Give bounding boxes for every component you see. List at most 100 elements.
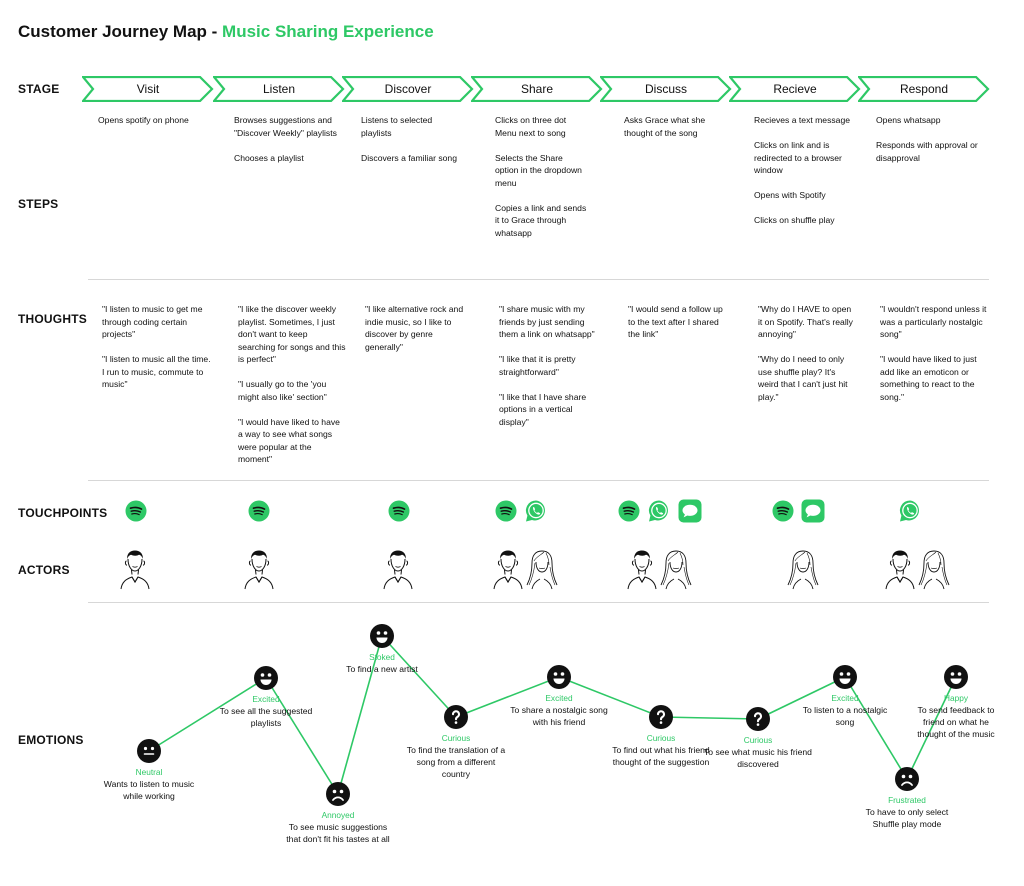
emotion-description: To have to only select Shuffle play mode [865,807,949,829]
step-item: Clicks on link and is redirected to a br… [754,140,842,175]
row-label-steps: STEPS [18,197,59,211]
divider-actors-emotions [88,602,989,603]
emotion-label: Curious [743,735,773,745]
neutral-face-icon [137,739,161,763]
messages-icon [678,499,702,528]
emotion-label: Happy [944,693,968,703]
happy-face-icon [944,665,968,689]
step-item: Recieves a text message [754,115,851,125]
step-item: Browses suggestions and "Discover Weekly… [234,115,337,138]
row-label-touchpoints: TOUCHPOINTS [18,506,108,520]
title-subtitle: Music Sharing Experience [222,22,434,41]
spotify-icon [495,500,517,527]
steps-cell: Asks Grace what she thought of the song [624,114,724,152]
thoughts-cell: "I share music with my friends by just s… [499,303,599,441]
emotion-label: Annoyed [321,810,355,820]
whatsapp-icon [524,499,548,528]
thought-item: "I listen to music all the time. I run t… [102,354,211,389]
stage-label: Respond [899,82,949,96]
thought-item: "Why do I HAVE to open it on Spotify. Th… [758,304,853,339]
stage-chevron-visit: Visit [82,76,214,102]
emotion-connector [757,676,846,720]
step-item: Copies a link and sends it to Grace thro… [495,202,587,238]
emotion-label: Excited [831,693,859,703]
thoughts-cell: "I wouldn't respond unless it was a part… [880,303,992,416]
emotion-label: Excited [545,693,573,703]
step-item: Discovers a familiar song [361,152,457,163]
thought-item: "I wouldn't respond unless it was a part… [880,304,987,339]
thought-item: "I listen to music to get me through cod… [102,304,203,339]
actor-group [382,549,414,591]
happy-face-icon [370,624,394,648]
step-item: Responds with approval or disapproval [876,140,978,163]
thoughts-cell: "I listen to music to get me through cod… [102,303,214,403]
emotion-label: Stoked [369,652,395,662]
touchpoint-group [125,500,147,527]
step-item: Selects the Share option in the dropdown… [495,152,582,188]
thought-item: "I like that it is pretty straightforwar… [499,354,576,377]
row-label-actors: ACTORS [18,563,70,577]
emotion-description: To send feedback to friend on what he th… [917,705,995,739]
step-item: Asks Grace what she thought of the song [624,115,706,138]
spotify-icon [125,500,147,527]
stage-label: Discover [384,82,432,96]
actor-group [787,549,819,591]
touchpoint-group [898,499,922,528]
row-label-thoughts: THOUGHTS [18,312,87,326]
emotion-label: Excited [252,694,280,704]
stage-label: Listen [262,82,296,96]
page-title: Customer Journey Map - Music Sharing Exp… [18,22,434,42]
stage-chevron-recieve: Recieve [729,76,861,102]
thoughts-cell: "I like alternative rock and indie music… [365,303,469,366]
step-item: Opens with Spotify [754,190,826,200]
emotion-connector [660,716,759,720]
spotify-icon [772,500,794,527]
thought-item: "I like alternative rock and indie music… [365,304,464,352]
emotion-connector [906,676,957,780]
thought-item: "I like that I have share options in a v… [499,391,587,427]
emotion-description: To listen to a nostalgic song [802,705,888,727]
emotion-description: To find a new artist [346,664,418,674]
female-user-icon [526,549,558,591]
emotion-description: To share a nostalgic song with his frien… [510,705,608,727]
thought-item: "I would have liked to have a way to see… [238,416,340,465]
emotion-description: To see what music his friend discovered [704,747,812,769]
question-face-icon [444,705,468,729]
female-user-icon [918,549,950,591]
whatsapp-icon [898,499,922,528]
stage-chevron-share: Share [471,76,603,102]
divider-thoughts-touchpoints [88,480,989,481]
step-item: Clicks on three dot Menu next to song [495,115,567,138]
messages-icon [801,499,825,528]
touchpoint-group [248,500,270,525]
stage-chevron-discover: Discover [342,76,474,102]
female-user-icon [787,549,819,591]
divider-steps-thoughts [88,279,989,280]
actor-group [626,549,692,591]
sad-face-icon [895,767,919,791]
thought-item: "I would send a follow up to the text af… [628,304,723,339]
thoughts-cell: "Why do I HAVE to open it on Spotify. Th… [758,303,856,416]
thought-item: "I usually go to the 'you might also lik… [238,379,327,402]
happy-face-icon [547,665,571,689]
steps-cell: Browses suggestions and "Discover Weekly… [234,114,346,177]
stage-label: Visit [136,82,160,96]
happy-face-icon [833,665,857,689]
step-item: Clicks on shuffle play [754,215,835,225]
emotion-description: To find the translation of a song from a… [406,745,506,779]
actor-group [243,549,275,591]
row-label-emotions: EMOTIONS [18,733,84,747]
emotion-connector [337,635,383,795]
male-user-icon [492,549,524,591]
stage-chevron-discuss: Discuss [600,76,732,102]
emotion-connector [265,677,339,795]
question-face-icon [746,707,770,731]
stage-label: Discuss [644,82,687,96]
spotify-icon [388,500,410,527]
emotion-description: Wants to listen to music while working [103,779,195,801]
stage-label: Recieve [773,82,817,96]
